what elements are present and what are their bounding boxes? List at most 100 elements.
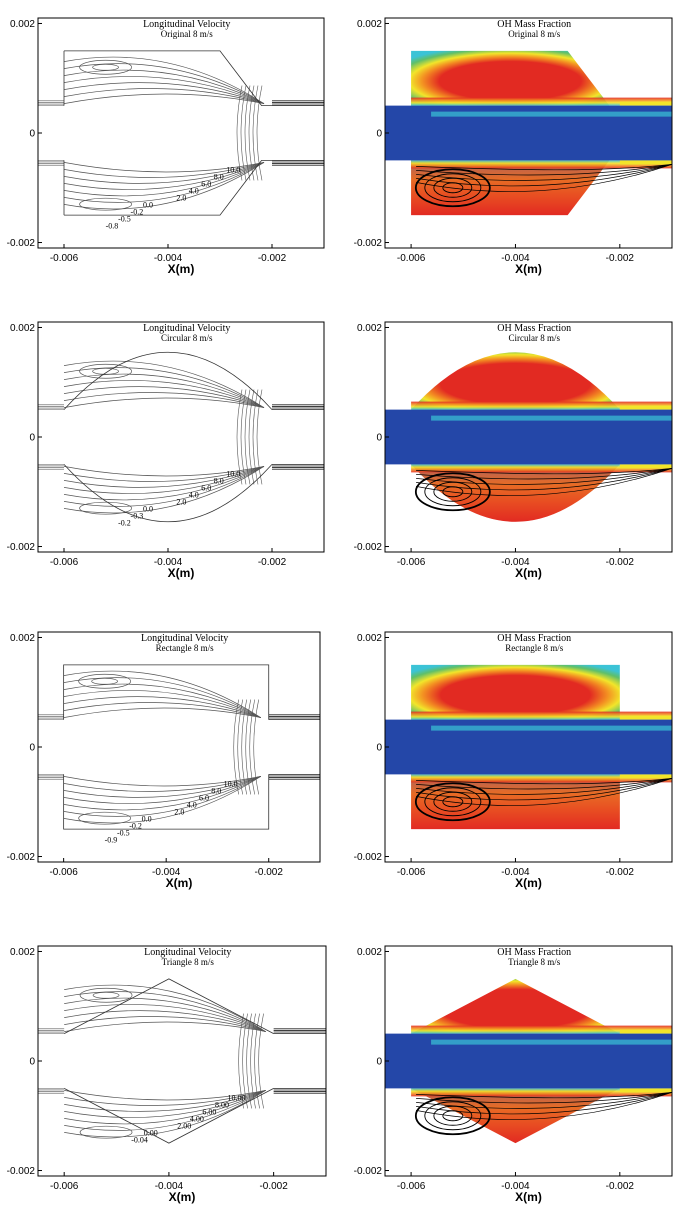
streamline xyxy=(416,778,672,806)
y-tick-label: 0 xyxy=(29,129,35,140)
vortex-streamline xyxy=(414,168,491,208)
contour-label: -0.8 xyxy=(106,221,119,230)
x-tick-label: -0.004 xyxy=(501,867,530,878)
velocity-contour xyxy=(63,392,265,408)
oh-shear-upper xyxy=(411,1025,672,1034)
chart-panel-3: 10.08.06.04.02.00.0-0.3-0.20.0020-0.002-… xyxy=(7,321,325,580)
y-tick-label: 0.002 xyxy=(357,19,382,30)
velocity-contour xyxy=(244,389,251,485)
vortex-streamline xyxy=(424,1101,482,1131)
contour-label: 10.0 xyxy=(226,165,240,174)
streamline xyxy=(416,164,672,171)
streamline xyxy=(416,1092,672,1104)
y-tick-label: -0.002 xyxy=(7,1166,36,1177)
contour-label: 4.0 xyxy=(187,800,197,809)
velocity-contour xyxy=(63,367,265,408)
chart-subtitle: Triangle 8 m/s xyxy=(508,957,561,967)
vortex-streamline xyxy=(442,486,464,498)
x-tick-label: -0.002 xyxy=(606,1181,635,1192)
chart-panel-1: 10.08.06.04.02.00.0-0.2-0.5-0.80.0020-0.… xyxy=(7,17,325,276)
x-tick-label: -0.002 xyxy=(258,557,287,568)
x-axis-label: X(m) xyxy=(515,876,542,890)
contour-label: -0.5 xyxy=(117,828,130,837)
streamline xyxy=(416,468,672,480)
streamline xyxy=(416,1092,672,1120)
x-tick-label: -0.006 xyxy=(50,253,79,264)
velocity-contour xyxy=(63,162,265,203)
velocity-contour xyxy=(92,991,120,999)
contour-label: 2.0 xyxy=(176,497,186,506)
velocity-contour xyxy=(246,1013,252,1109)
velocity-contour xyxy=(79,363,132,379)
velocity-contour xyxy=(258,1013,264,1109)
x-axis-label: X(m) xyxy=(168,566,195,580)
oh-core-band xyxy=(431,725,672,731)
streamline xyxy=(416,164,672,176)
oh-outlet-bottom xyxy=(619,160,672,165)
velocity-contour xyxy=(79,197,132,211)
velocity-contour xyxy=(64,984,266,1032)
y-tick-label: 0.002 xyxy=(357,323,382,334)
streamline xyxy=(416,468,672,475)
chart-title: Longitudinal Velocity xyxy=(141,633,228,644)
y-tick-label: -0.002 xyxy=(354,852,383,863)
vortex-streamline xyxy=(424,173,482,203)
y-tick-label: 0 xyxy=(29,433,35,444)
velocity-contour xyxy=(63,162,265,178)
velocity-contour xyxy=(63,76,265,104)
contour-label: -0.9 xyxy=(105,835,118,844)
velocity-contour xyxy=(63,776,261,792)
vortex-streamline xyxy=(414,1096,491,1136)
chart-panel-7: 10.008.006.004.002.000.00-0.040.0020-0.0… xyxy=(7,945,327,1204)
oh-upper-region xyxy=(411,352,620,410)
oh-shear-upper xyxy=(411,97,672,106)
contour-label: 2.0 xyxy=(176,193,186,202)
velocity-contour xyxy=(245,699,252,795)
velocity-contour xyxy=(64,1090,266,1138)
velocity-contour xyxy=(63,162,265,184)
oh-shear-upper xyxy=(411,401,672,410)
plot-area xyxy=(385,664,672,830)
chart-title: Longitudinal Velocity xyxy=(143,323,230,334)
velocity-contour xyxy=(63,466,265,488)
vortex-streamline xyxy=(424,787,482,817)
contour-label: 0.0 xyxy=(142,814,152,823)
contour-label: 8.0 xyxy=(214,476,224,485)
oh-upper-region xyxy=(411,50,610,106)
vortex-streamline xyxy=(424,477,482,507)
velocity-contour xyxy=(63,466,265,514)
chamber-outline xyxy=(63,352,273,522)
chart-title: Longitudinal Velocity xyxy=(143,19,230,30)
plot-area: 10.08.06.04.02.00.0-0.3-0.2 xyxy=(38,352,324,527)
velocity-contour xyxy=(92,63,119,71)
velocity-contour xyxy=(63,162,265,173)
velocity-contour xyxy=(79,1125,133,1139)
velocity-contour xyxy=(63,690,261,718)
oh-shear-lower xyxy=(411,774,672,783)
plot-area xyxy=(385,978,672,1144)
contour-label: 4.0 xyxy=(189,490,199,499)
x-tick-label: -0.004 xyxy=(501,557,530,568)
chamber-outline xyxy=(63,978,274,1144)
velocity-contour xyxy=(248,85,255,181)
oh-outlet-bottom xyxy=(619,464,672,469)
vortex-streamline xyxy=(433,481,473,502)
oh-outlet-top xyxy=(619,1029,672,1034)
x-tick-label: -0.006 xyxy=(50,1181,79,1192)
velocity-contour xyxy=(63,82,265,104)
velocity-contour xyxy=(63,386,265,408)
vortex-streamline xyxy=(414,472,491,512)
oh-core-band xyxy=(431,111,672,117)
y-tick-label: -0.002 xyxy=(7,852,36,863)
contour-label: -0.2 xyxy=(131,207,144,216)
contour-label: 2.0 xyxy=(174,807,184,816)
velocity-contour xyxy=(63,776,261,824)
velocity-contour xyxy=(248,389,255,485)
y-tick-label: -0.002 xyxy=(354,238,383,249)
velocity-contour xyxy=(63,56,265,104)
velocity-contour xyxy=(78,673,132,689)
chart-subtitle: Original 8 m/s xyxy=(508,29,560,39)
chart-subtitle: Circular 8 m/s xyxy=(508,333,560,343)
plot-frame xyxy=(37,945,327,1177)
